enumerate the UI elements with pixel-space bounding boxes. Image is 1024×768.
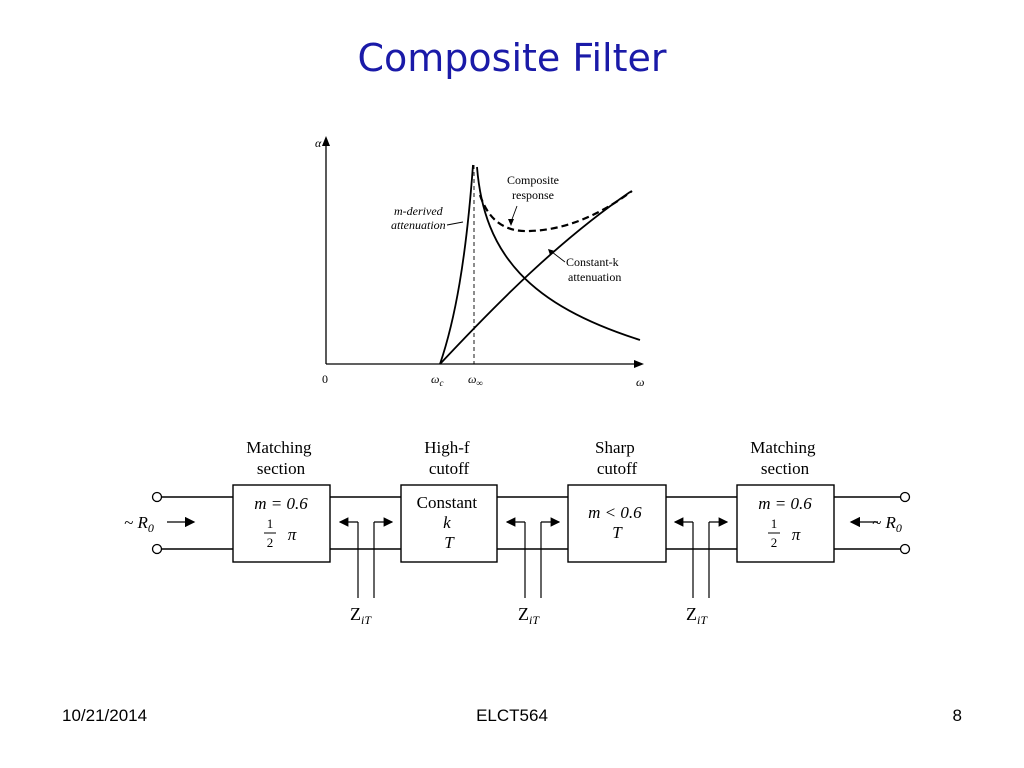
right-top-terminal xyxy=(899,491,911,503)
omega-infinity-label: ω∞ xyxy=(468,372,483,388)
z3-label: ZiT xyxy=(686,604,708,627)
block-3-header: Sharp cutoff xyxy=(595,438,639,478)
m-derived-label: m-derived attenuation xyxy=(391,204,446,232)
left-top-terminal xyxy=(151,491,163,503)
constant-k-curve xyxy=(439,191,631,365)
x-axis-label: ω xyxy=(636,375,644,389)
z1-label: ZiT xyxy=(350,604,372,627)
impedance-indicator-2: ZiT xyxy=(505,517,561,627)
matching-section-left-block: Matching section m = 0.6 1 2 π xyxy=(232,438,331,563)
block-3-body: m < 0.6 T xyxy=(588,503,646,542)
block-4-line1: m = 0.6 xyxy=(758,494,812,513)
attenuation-graph: α ω 0 ωc ω∞ m-derived attenuation Compos… xyxy=(315,136,644,389)
block-1-pi: π xyxy=(288,525,297,544)
block-4-frac-den: 2 xyxy=(771,535,778,550)
z2-label: ZiT xyxy=(518,604,540,627)
block-2-box xyxy=(400,484,498,563)
block-diagram: ~ R0 ~ R0 Matching section m = 0.6 1 2 π… xyxy=(124,438,911,627)
right-bottom-terminal xyxy=(899,543,911,555)
block-1-header: Matching section xyxy=(246,438,315,478)
x-axis-arrow xyxy=(634,360,644,368)
block-4-header: Matching section xyxy=(750,438,819,478)
slide-title: Composite Filter xyxy=(357,36,667,80)
block-1-frac-num: 1 xyxy=(267,516,274,531)
block-4-pi: π xyxy=(792,525,801,544)
constant-k-leader-head xyxy=(548,249,555,255)
block-4-frac-num: 1 xyxy=(771,516,778,531)
constant-k-leader xyxy=(551,251,566,263)
block-2-header: High-f cutoff xyxy=(424,438,474,478)
y-axis-arrow xyxy=(322,136,330,146)
y-axis-label: α xyxy=(315,136,322,150)
impedance-indicator-3: ZiT xyxy=(673,517,729,627)
composite-response-label: Composite response xyxy=(507,173,562,202)
footer-date: 10/21/2014 xyxy=(62,706,148,725)
composite-response-leader-head xyxy=(508,219,514,226)
omega-c-label: ωc xyxy=(431,372,443,388)
block-3-box xyxy=(567,484,667,563)
footer-page-number: 8 xyxy=(952,706,962,725)
m-derived-falling-curve xyxy=(476,166,641,341)
constant-k-label: Constant-k attenuation xyxy=(566,255,622,284)
m-derived-leader xyxy=(446,221,464,226)
matching-section-right-block: Matching section m = 0.6 1 2 π xyxy=(736,438,835,563)
block-2-body: Constant k T xyxy=(417,493,482,552)
left-bottom-terminal xyxy=(151,543,163,555)
block-1-box xyxy=(232,484,331,563)
composite-response-curve xyxy=(478,190,633,233)
block-1-frac-den: 2 xyxy=(267,535,274,550)
left-port-label: ~ R0 xyxy=(124,513,154,535)
m-derived-rising-curve xyxy=(439,164,474,365)
impedance-indicator-1: ZiT xyxy=(338,517,394,627)
sharp-cutoff-block: Sharp cutoff m < 0.6 T xyxy=(567,438,667,563)
footer-course: ELCT564 xyxy=(476,706,548,725)
block-4-box xyxy=(736,484,835,563)
constant-k-block: High-f cutoff Constant k T xyxy=(400,438,498,563)
right-port-label: ~ R0 xyxy=(872,513,902,535)
origin-label: 0 xyxy=(322,372,328,386)
block-1-line1: m = 0.6 xyxy=(254,494,308,513)
